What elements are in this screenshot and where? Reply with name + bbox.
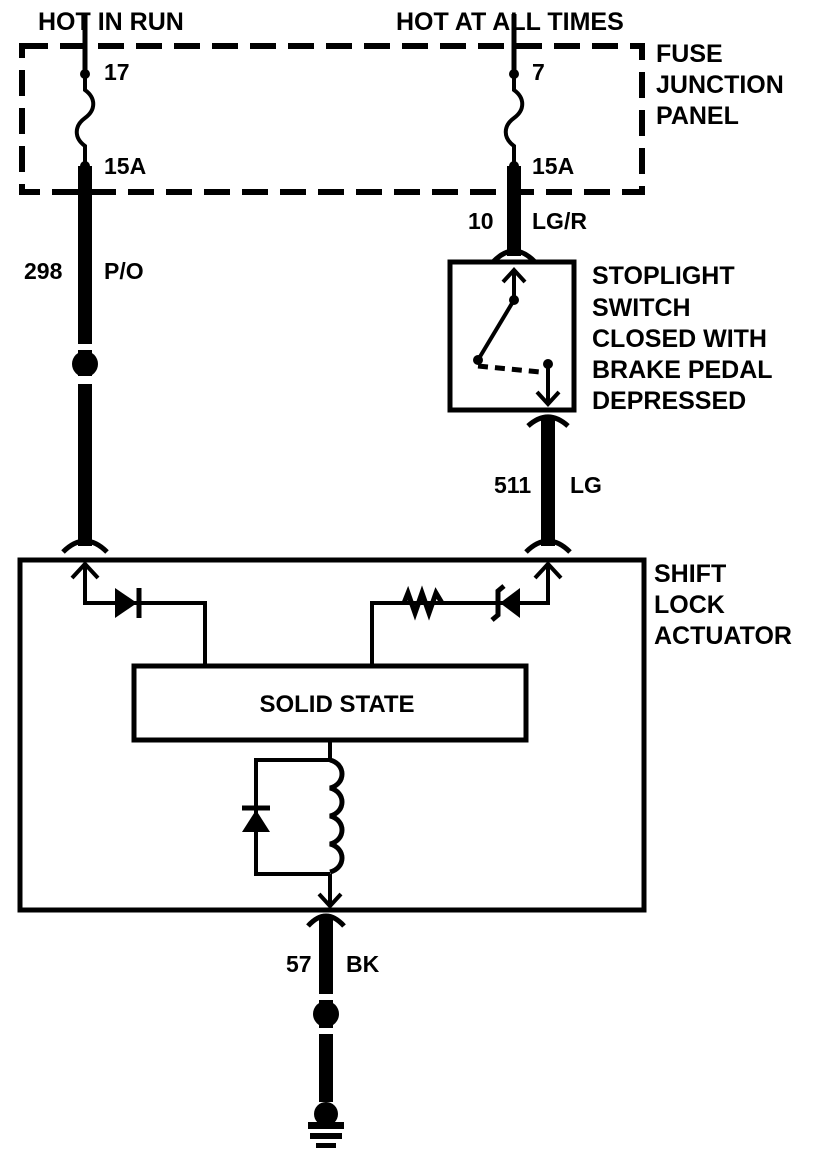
wire-511 (526, 414, 570, 546)
wire-57-color: BK (346, 951, 380, 977)
wire-10-color: LG/R (532, 208, 587, 234)
stoplight-label-line-4: BRAKE PEDAL (592, 356, 773, 384)
wire-57-circuit: 57 (286, 951, 312, 977)
supply-label-hot-in-run: HOT IN RUN (38, 8, 184, 36)
resistor-symbol (401, 585, 445, 621)
actuator-label-line-2: LOCK (654, 591, 725, 619)
fuse-right-rating: 15A (532, 153, 574, 179)
stoplight-label-line-5: DEPRESSED (592, 387, 746, 415)
fuse-left (74, 14, 96, 171)
actuator-coil-circuit (242, 740, 345, 909)
stoplight-label-line-3: CLOSED WITH (592, 325, 767, 353)
fuse-left-rating: 15A (104, 153, 146, 179)
ground-icon (308, 1102, 344, 1148)
fuse-panel-label-line-1: FUSE (656, 40, 723, 68)
wire-10-circuit: 10 (468, 208, 494, 234)
actuator-right-branch (370, 566, 550, 666)
solid-state-label: SOLID STATE (259, 691, 414, 718)
fuse-junction-panel-outline (19, 43, 645, 195)
actuator-label-line-1: SHIFT (654, 560, 726, 588)
connector-right (524, 538, 572, 580)
fuse-right (503, 14, 525, 171)
stoplight-switch-contacts (473, 267, 561, 407)
fuse-left-number: 17 (104, 59, 130, 85)
wire-298 (72, 166, 98, 546)
wire-298-circuit: 298 (24, 258, 63, 284)
actuator-left-branch (83, 566, 207, 666)
stoplight-switch-box (447, 259, 577, 413)
actuator-label-line-3: ACTUATOR (654, 622, 792, 650)
wire-298-color: P/O (104, 258, 144, 284)
wire-511-circuit: 511 (494, 472, 531, 498)
wire-511-color: LG (570, 472, 602, 498)
solenoid-coil-symbol (329, 757, 345, 875)
zener-diode-symbol (500, 588, 520, 618)
fuse-right-number: 7 (532, 59, 545, 85)
wire-10 (491, 166, 537, 264)
wire-57 (306, 913, 346, 1102)
stoplight-label-line-2: SWITCH (592, 294, 691, 322)
fuse-panel-label-line-2: JUNCTION (656, 71, 784, 99)
supply-label-hot-at-all-times: HOT AT ALL TIMES (396, 8, 624, 36)
fuse-panel-label-line-3: PANEL (656, 102, 739, 130)
connector-left (61, 538, 109, 580)
stoplight-label-line-1: STOPLIGHT (592, 262, 735, 290)
suppression-diode-symbol (242, 810, 270, 832)
shift-lock-actuator-box (17, 557, 647, 913)
